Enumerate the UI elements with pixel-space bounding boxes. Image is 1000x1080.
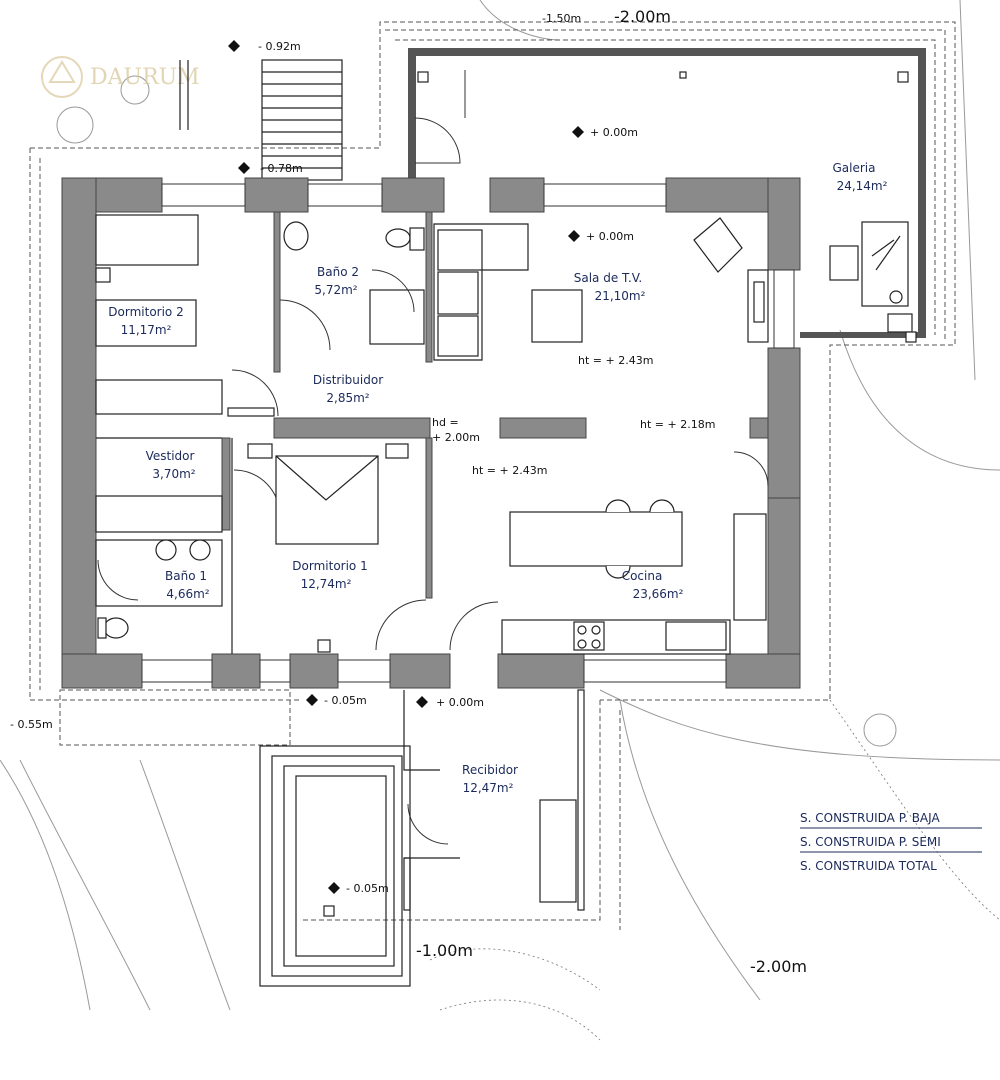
sala-height: ht = + 2.43m — [578, 354, 653, 367]
interior-walls — [95, 211, 769, 654]
top-dim-label: -1.50m — [542, 12, 581, 25]
legend-item: S. CONSTRUIDA P. BAJA — [800, 811, 940, 825]
distribuidor-name: Distribuidor — [313, 373, 383, 387]
stairs — [179, 59, 343, 181]
galeria-area: 24,14m² — [837, 179, 888, 193]
doors — [97, 70, 769, 845]
distribuidor-area: 2,85m² — [326, 391, 369, 405]
hd-label: hd = — [432, 416, 459, 429]
galeria-frame — [408, 48, 926, 343]
level-labels: -1.50m -2.00m - 0.92m - 0.78m + 0.00m + … — [10, 7, 807, 976]
entrance-left-level: - 0.05m — [324, 694, 367, 707]
vestidor-area: 3,70m² — [152, 467, 195, 481]
sala-name: Sala de T.V. — [574, 271, 642, 285]
logo-text: DAURUM — [90, 65, 200, 90]
daurum-logo: DAURUM — [41, 56, 200, 98]
cocina-name: Cocina — [622, 569, 663, 583]
bano1-name: Baño 1 — [165, 569, 207, 583]
legend-item: S. CONSTRUIDA P. SEMI — [800, 835, 941, 849]
tree-symbol-right — [863, 713, 897, 747]
windows — [141, 183, 795, 683]
furniture — [95, 214, 909, 911]
ground-front-level: -1.00m — [416, 941, 473, 960]
galeria-floor-level: + 0.00m — [590, 126, 638, 139]
galeria-name: Galeria — [833, 161, 876, 175]
cocina-height: ht = + 2.43m — [472, 464, 547, 477]
hd-value: + 2.00m — [432, 431, 480, 444]
front-steps — [259, 745, 411, 987]
room-labels: Galeria 24,14m² Sala de T.V. 21,10m² Bañ… — [108, 161, 887, 795]
vestidor-name: Vestidor — [146, 449, 195, 463]
exterior-walls — [61, 177, 801, 689]
level-markers — [228, 40, 584, 894]
ht-218-label: ht = + 2.18m — [640, 418, 715, 431]
sala-area: 21,10m² — [595, 289, 646, 303]
bano1-area: 4,66m² — [166, 587, 209, 601]
stairs-low-level: - 0.78m — [260, 162, 303, 175]
dormitorio2-name: Dormitorio 2 — [108, 305, 183, 319]
ground-right-level: -2.00m — [750, 957, 807, 976]
bano2-area: 5,72m² — [314, 283, 357, 297]
legend-item: S. CONSTRUIDA TOTAL — [800, 859, 937, 873]
landscape-lines — [0, 0, 1000, 1041]
recibidor-area: 12,47m² — [463, 781, 514, 795]
dormitorio1-area: 12,74m² — [301, 577, 352, 591]
sala-floor-level: + 0.00m — [586, 230, 634, 243]
entrance-step-level: - 0.05m — [346, 882, 389, 895]
stairs-top-level: - 0.92m — [258, 40, 301, 53]
bano2-name: Baño 2 — [317, 265, 359, 279]
top-level-label: -2.00m — [614, 7, 671, 26]
entrance-floor-level: + 0.00m — [436, 696, 484, 709]
surface-legend: S. CONSTRUIDA P. BAJA S. CONSTRUIDA P. S… — [800, 811, 982, 873]
left-ground-level: - 0.55m — [10, 718, 53, 731]
dormitorio1-name: Dormitorio 1 — [292, 559, 367, 573]
dormitorio2-area: 11,17m² — [121, 323, 172, 337]
recibidor-name: Recibidor — [462, 763, 518, 777]
cocina-area: 23,66m² — [633, 587, 684, 601]
outline-dashed — [29, 21, 956, 930]
